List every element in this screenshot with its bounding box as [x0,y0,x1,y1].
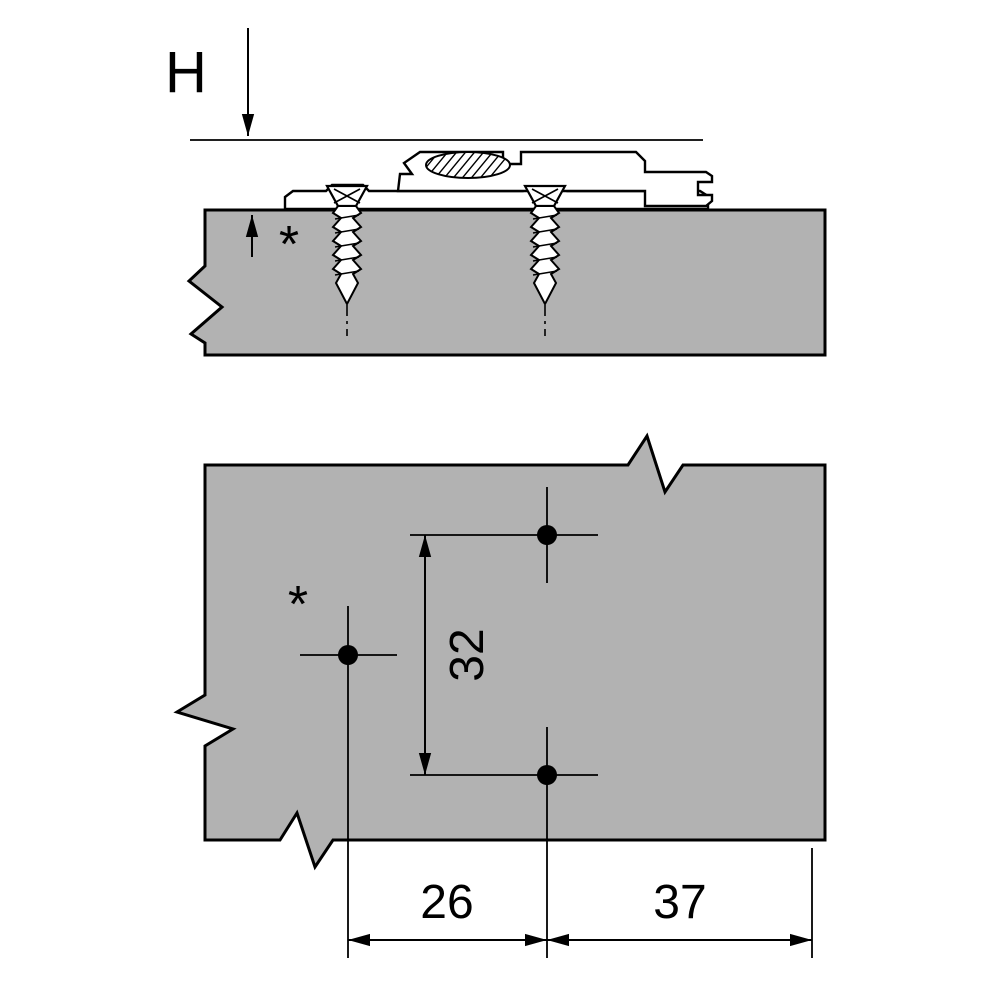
plan-view: 32 * 26 37 [173,432,827,958]
dimension-32: 32 [418,535,494,775]
dimension-37: 37 [547,876,812,947]
dimension-26-value: 26 [420,876,473,929]
dimension-37-value: 37 [653,876,706,929]
dimension-26: 26 [348,876,547,947]
mounting-plate-cross-section [283,150,714,211]
depth-note: * [245,215,299,274]
height-label: H [165,40,207,105]
drill-hole-left [338,645,358,665]
drill-hole-bottom [537,765,557,785]
cam-ellipse [425,151,511,179]
side-view: H * [165,28,827,357]
side-note-asterisk: * [279,216,299,274]
drill-hole-top [537,525,557,545]
panel-plan [173,432,827,871]
height-dimension: H [165,28,255,136]
dimension-32-value: 32 [441,628,494,681]
plan-note-asterisk: * [288,576,308,634]
